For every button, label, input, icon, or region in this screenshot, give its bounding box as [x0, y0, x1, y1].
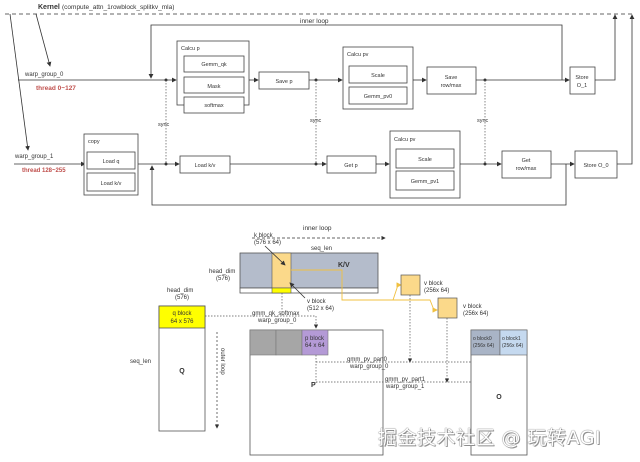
o-block0-label-2: (256x 64) [473, 343, 494, 349]
p-block-label-1: p block [305, 336, 325, 342]
inner-loop-bottom-label: inner loop [303, 225, 332, 232]
save-rowmax-line2: row/max [441, 83, 462, 89]
get-p-label: Get p [344, 163, 357, 169]
head-dim-q-label-1: head_dim [167, 288, 193, 294]
sync-label-1: sync [158, 122, 170, 128]
save-p-box [258, 71, 310, 90]
o-block1 [499, 329, 528, 356]
inner-loop-label: inner loop [300, 18, 329, 25]
store-o1-line1: Store [575, 75, 588, 81]
p-block [301, 329, 329, 356]
v-block-512-label-2: (512 x 64) [307, 306, 334, 312]
o-block0 [470, 329, 501, 356]
kernel-label: Kernel [38, 4, 60, 11]
kernel-arrow-wg1 [9, 13, 30, 151]
kernel-arrow-wg0 [35, 13, 52, 67]
thread-1-label: thread 128~255 [22, 168, 66, 174]
gmm-qk-label-1: gmm_qk_softmax [252, 311, 299, 317]
head-dim-kv-label-1: head_dim [209, 269, 235, 275]
kernel-name: (compute_attn_1rowblock_splitkv_mla) [62, 4, 174, 11]
scale-1-label: Scale [418, 157, 432, 163]
copy-title: copy [88, 139, 100, 145]
inner-loop-wg0 [148, 24, 563, 80]
get-p-box [326, 155, 377, 174]
store-o1-box [569, 66, 596, 95]
kv-matrix [239, 252, 379, 289]
calcu-p-box [176, 40, 250, 106]
o-block1-label-1: o block1 [502, 336, 521, 342]
k-block-tail [271, 287, 292, 294]
v-block-a-label-2: (256x 64) [424, 288, 449, 294]
o-label: O [496, 394, 502, 401]
o-block0-label-1: o block0 [473, 336, 492, 342]
v-block-512-label-1: v block [307, 299, 327, 305]
gmm-pv1-label-1: gmm_pv_part1 [385, 377, 426, 383]
v-block-b [437, 297, 458, 319]
k-block-label-2: (576 x 64) [254, 240, 281, 246]
inner-loop-wg1 [149, 164, 567, 206]
calcu-p-title: Calcu p [181, 46, 200, 52]
load-kv-box [179, 155, 231, 174]
load-kv-copy-label: Load k/v [101, 181, 122, 187]
save-rowmax-line1: Save [445, 75, 458, 81]
gmm-pv0-label-1: gmm_pv_part0 [347, 357, 388, 363]
gemm-pv0-label: Gemm_pv0 [364, 94, 392, 100]
v-block-a-label-1: v block [424, 281, 444, 287]
calcu-pv0-title: Calcu pv [347, 52, 369, 58]
p-block-label-2: 64 x 64 [305, 343, 325, 349]
q-block [158, 305, 206, 329]
gmm-qk-label-2: warp_group_0 [257, 318, 297, 324]
sync-label-2: sync [310, 118, 322, 124]
k-block [271, 252, 292, 289]
save-p-label: Save p [275, 79, 292, 85]
load-q-label: Load q [103, 159, 120, 165]
p-label: P [311, 382, 316, 389]
seq-len-top-label: seq_len [311, 246, 332, 252]
store-o1-line2: O_1 [577, 83, 587, 89]
scale-0-label: Scale [371, 73, 385, 79]
save-rowmax-box [426, 66, 477, 95]
gmm-pv1-label-2: warp_group_1 [385, 384, 425, 390]
watermark: 掘金技术社区 @ 玩转AGI [378, 427, 602, 449]
outer-loop-label: outer loop [219, 348, 225, 375]
q-block-label-2: 64 x 576 [170, 319, 194, 325]
o-block1-label-2: (256x 64) [502, 343, 523, 349]
gmm-pv0-label-2: warp_group_0 [349, 364, 389, 370]
thread-0-label: thread 0~127 [36, 85, 76, 92]
q-block-label-1: q block [172, 311, 192, 317]
get-rowmax-box [501, 150, 552, 179]
head-dim-q-label-2: (576) [175, 295, 189, 301]
store-o0-label: Store O_0 [583, 163, 608, 169]
v-block-b-label-1: v block [463, 304, 483, 310]
gemm-pv1-label: Gemm_pv1 [411, 179, 439, 185]
get-rowmax-line2: row/max [516, 166, 537, 172]
get-rowmax-line1: Get [522, 158, 531, 164]
calcu-pv1-title: Calcu pv [394, 137, 416, 143]
warp-group-0-label: warp_group_0 [24, 72, 64, 78]
kv-label: K/V [338, 262, 350, 269]
sync-label-3: sync [477, 118, 489, 124]
warp-group-1-label: warp_group_1 [14, 154, 54, 160]
k-block-label-1: k block [254, 233, 274, 239]
q-label: Q [179, 368, 185, 375]
seq-len-q-label: seq_len [130, 359, 151, 365]
gemm-qk-label: Gemm_qk [201, 62, 227, 68]
head-dim-kv-label-2: (576) [216, 276, 230, 282]
store-o0-box [574, 150, 618, 179]
v-block-a [400, 274, 421, 296]
softmax-label: softmax [204, 103, 224, 109]
v-block-b-label-2: (256x 64) [463, 311, 488, 317]
mask-label: Mask [207, 84, 220, 90]
load-kv-label: Load k/v [195, 163, 216, 169]
